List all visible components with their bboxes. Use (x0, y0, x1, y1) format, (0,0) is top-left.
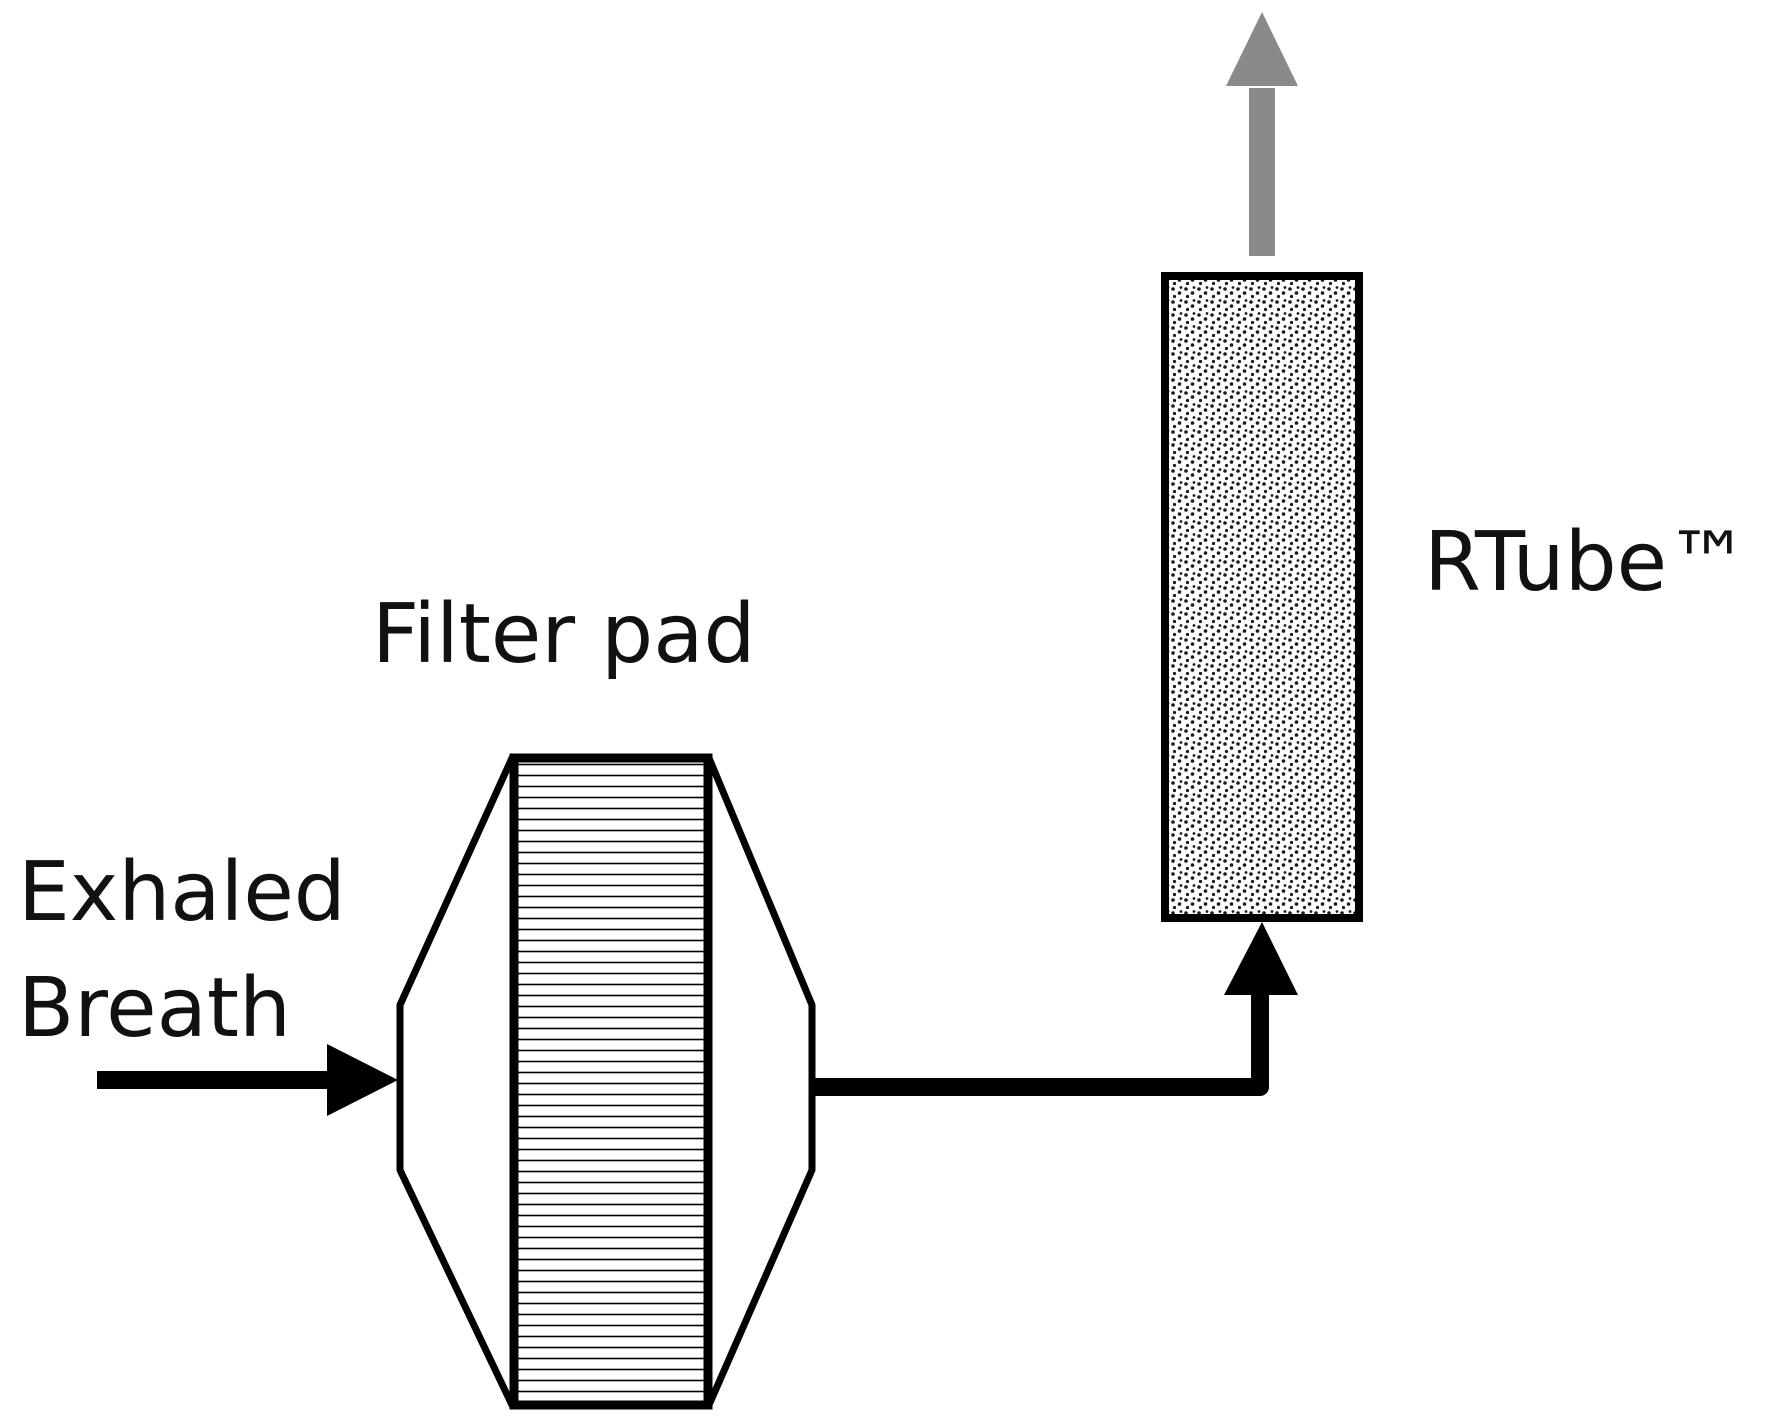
rtube-label: RTube™ (1424, 515, 1749, 610)
exhaled-label-line2: Breath (18, 961, 291, 1056)
inlet-arrow (97, 1044, 398, 1116)
exhaled-label-line1: Exhaled (18, 845, 346, 940)
outlet-arrow (1226, 12, 1298, 256)
filter-pad-label: Filter pad (372, 587, 756, 682)
connector-arrow (812, 922, 1298, 1096)
rtube-column (1161, 272, 1363, 922)
filter-pad-element (509, 753, 713, 1410)
filter-housing (396, 753, 816, 1410)
